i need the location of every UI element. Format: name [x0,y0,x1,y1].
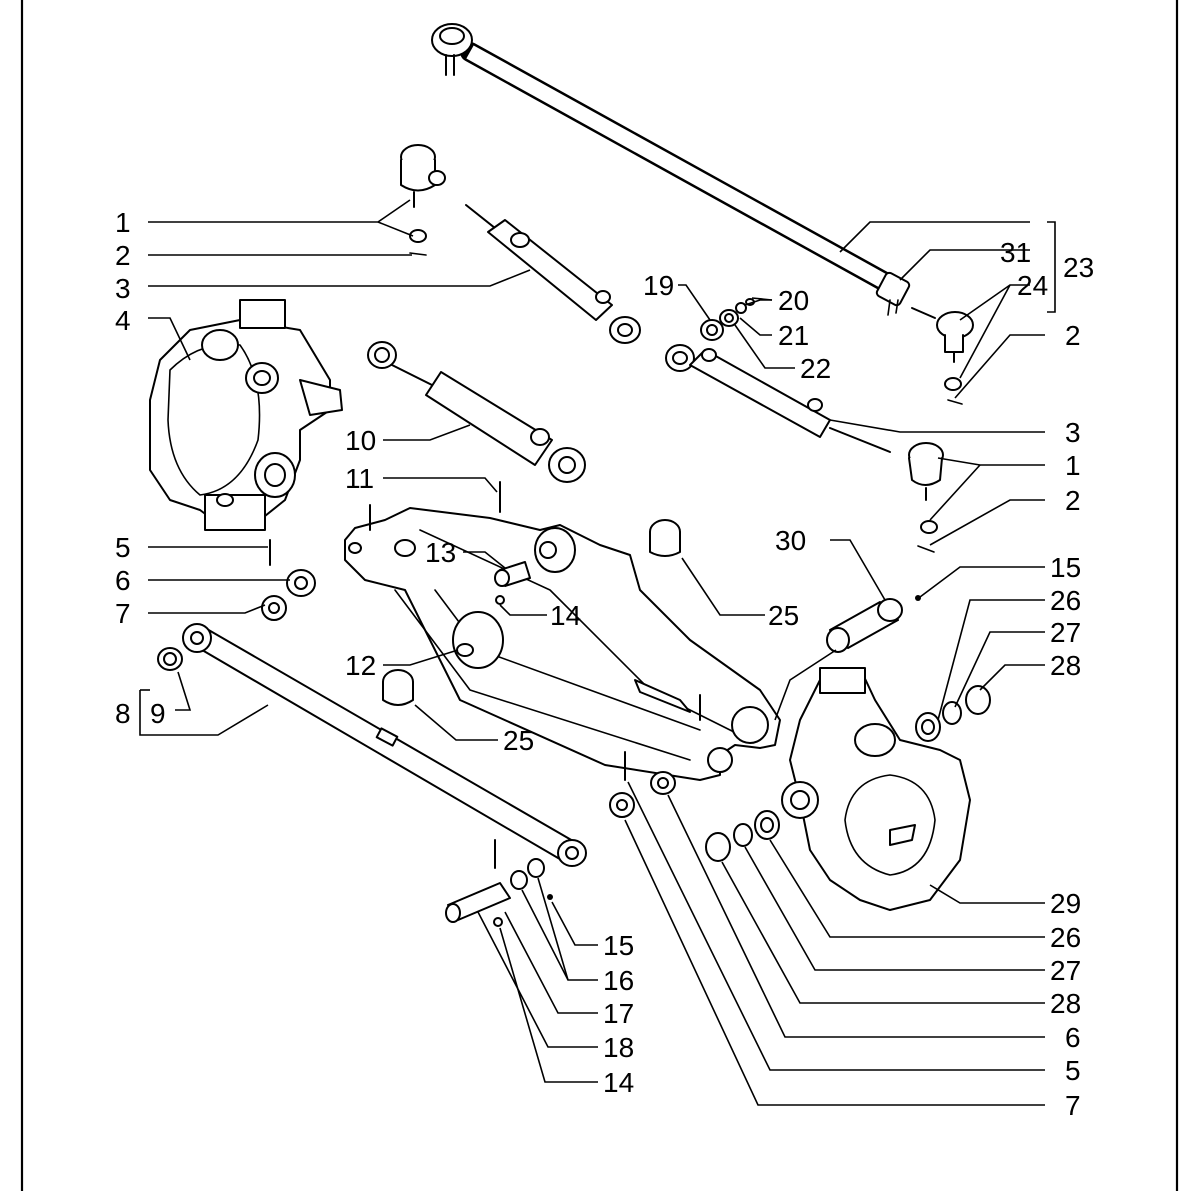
callout-14: 14 [550,600,581,631]
leader-lines [139,199,1056,1106]
callout-31: 31 [1000,237,1031,268]
callout-10: 10 [345,425,376,456]
callout-labels: 1 2 3 4 5 6 7 8 9 10 11 12 13 14 25 25 1… [115,207,1094,1121]
callout-21: 21 [778,320,809,351]
callout-3-right: 3 [1065,417,1081,448]
rings [705,685,991,862]
callout-24: 24 [1017,270,1048,301]
callout-22: 22 [800,353,831,384]
pin-washer-nut-left [261,539,316,621]
steering-knuckle-left [149,299,343,531]
callout-5: 5 [115,532,131,563]
callout-28-upper: 28 [1050,650,1081,681]
callout-20: 20 [778,285,809,316]
callout-11: 11 [345,463,374,494]
callout-25: 25 [503,725,534,756]
callout-1: 1 [115,207,131,238]
callout-17: 17 [603,998,634,1029]
callout-23: 23 [1063,252,1094,283]
callout-6: 6 [115,565,131,596]
callout-12: 12 [345,650,376,681]
seal-kit-19-22 [700,298,755,341]
callout-1-right: 1 [1065,450,1081,481]
callout-26-lower: 26 [1050,922,1081,953]
callout-2-right-upper: 2 [1065,320,1081,351]
axle-beam [344,504,781,781]
callout-3: 3 [115,273,131,304]
callout-9: 9 [150,698,166,729]
pin-assembly-bottom [445,839,553,927]
callout-7-lower: 7 [1065,1090,1081,1121]
tie-rod-end-left [400,144,446,256]
callout-15-right: 15 [1050,552,1081,583]
bushings [382,481,681,706]
callout-19: 19 [643,270,674,301]
callout-6-lower: 6 [1065,1022,1081,1053]
callout-8: 8 [115,698,131,729]
tie-rod [431,23,911,316]
callout-2-right-lower: 2 [1065,485,1081,516]
callout-25-upper: 25 [768,600,799,631]
callout-4: 4 [115,305,131,336]
callout-30: 30 [775,525,806,556]
callout-27-lower: 27 [1050,955,1081,986]
steering-cylinder-upper [465,204,641,344]
link-bar [157,623,587,867]
callout-7: 7 [115,598,131,629]
callout-2: 2 [115,240,131,271]
callout-27-upper: 27 [1050,617,1081,648]
steering-knuckle-right [781,667,971,911]
callout-14-lower: 14 [603,1067,634,1098]
steering-cylinder-10 [367,341,586,483]
callout-15-lower: 15 [603,930,634,961]
callout-5-lower: 5 [1065,1055,1081,1086]
steering-cylinder-lower [665,344,944,553]
kingpin [826,595,921,653]
callout-18: 18 [603,1032,634,1063]
callout-13: 13 [425,537,456,568]
pin-washer-nut-center [609,751,676,818]
callout-29: 29 [1050,888,1081,919]
callout-16: 16 [603,965,634,996]
callout-28-lower: 28 [1050,988,1081,1019]
tie-rod-end-right [911,307,974,405]
callout-26-upper: 26 [1050,585,1081,616]
